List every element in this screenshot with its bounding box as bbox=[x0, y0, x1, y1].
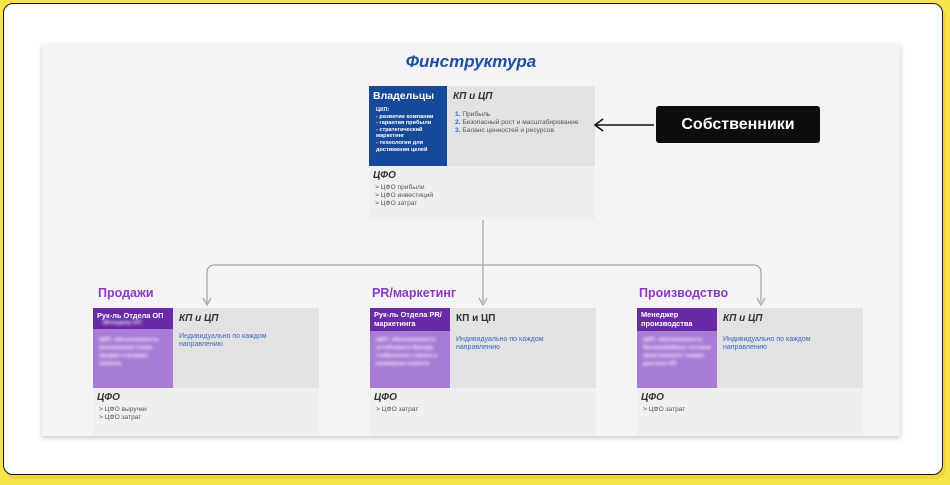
sales-cfo-list: > ЦФО выручки > ЦФО затрат bbox=[99, 406, 147, 422]
arrow-pr bbox=[478, 297, 488, 307]
owners-ckp-list: ЦКП: - развитие компании - гарантия приб… bbox=[376, 107, 446, 153]
owners-ckp-line: - стратегический bbox=[376, 126, 423, 133]
owners-ckp-line: достижения целей bbox=[376, 146, 428, 153]
owners-cfo-list: > ЦФО прибыли > ЦФО инвестиций > ЦФО зат… bbox=[375, 184, 433, 208]
owners-header-box: Владельцы ЦКП: - развитие компании - гар… bbox=[369, 86, 447, 166]
production-cfo-box: ЦФО > ЦФО затрат bbox=[637, 388, 863, 436]
sales-cfo-item: > ЦФО затрат bbox=[99, 414, 142, 421]
owners-cfo-box: ЦФО > ЦФО прибыли > ЦФО инвестиций > ЦФО… bbox=[369, 166, 595, 220]
pr-cfo-label: ЦФО bbox=[374, 392, 397, 403]
owners-cfo-item: > ЦФО прибыли bbox=[375, 184, 425, 191]
production-header-box: Менеджер производства ЦКП: обеспеченност… bbox=[637, 308, 717, 388]
sales-header-strip bbox=[93, 308, 173, 329]
owners-ckp-line: ЦКП: bbox=[376, 107, 390, 113]
owners-header-title: Владельцы bbox=[373, 90, 435, 102]
production-cfo-item: > ЦФО затрат bbox=[643, 406, 686, 413]
owners-ckp-line: - развитие компании bbox=[376, 113, 434, 120]
sales-kp-box: КП и ЦП Индивидуально по каждом направле… bbox=[173, 308, 319, 388]
owners-ckp-line: - технологии для bbox=[376, 139, 423, 146]
owners-kp-item: 2. Безопасный рост и масштабирование bbox=[455, 119, 579, 126]
owners-kp-item: 3. Баланс ценностей и ресурсов bbox=[455, 127, 554, 134]
pr-header-title: Рук-ль Отдела PR/ маркетинга bbox=[374, 310, 442, 328]
owners-ckp-line: - гарантия прибыли bbox=[376, 120, 432, 127]
production-cfo-label: ЦФО bbox=[641, 392, 664, 403]
connector-lines bbox=[202, 220, 766, 307]
sales-header-sub: Менеджер ОП bbox=[103, 320, 142, 326]
sales-cfo-label: ЦФО bbox=[97, 392, 120, 403]
slide-title: Финструктура bbox=[405, 52, 537, 71]
pr-kp-text: Индивидуально по каждом направлению bbox=[456, 336, 544, 351]
owners-cfo-label: ЦФО bbox=[373, 170, 396, 181]
production-ckp-text: ЦКП: обеспеченность бесперебойных потоко… bbox=[643, 337, 711, 367]
owners-kp-label: КП и ЦП bbox=[453, 91, 493, 102]
production-kp-text: Индивидуально по каждом направлению bbox=[723, 336, 811, 351]
pr-header-box: Рук-ль Отдела PR/ маркетинга ЦКП: обеспе… bbox=[370, 308, 450, 388]
sales-header-box: Рук-ль Отдела ОП Менеджер ОП ЦКП: обеспе… bbox=[93, 308, 173, 388]
owners-cfo-item: > ЦФО инвестиций bbox=[375, 192, 434, 199]
owners-cfo-item: > ЦФО затрат bbox=[375, 200, 418, 207]
slide: Финструктура Владельцы ЦКП: - развитие к… bbox=[42, 44, 900, 436]
callout-owners-label: Собственники bbox=[656, 106, 820, 143]
pr-header-strip bbox=[370, 308, 450, 331]
pr-cfo-list: > ЦФО затрат bbox=[376, 406, 418, 414]
dept-title-pr: PR/маркетинг bbox=[372, 286, 457, 300]
production-kp-label: КП и ЦП bbox=[723, 313, 763, 324]
production-header-title: Менеджер производства bbox=[641, 310, 693, 328]
pr-ckp-text: ЦКП: обеспеченность устойчивого бренда, … bbox=[376, 337, 438, 367]
owners-kp-item: 1. Прибыль bbox=[455, 111, 491, 118]
sales-ckp-text: ЦКП: обеспеченность выполнения плана про… bbox=[99, 337, 160, 367]
arrow-production bbox=[756, 297, 766, 307]
dept-title-sales: Продажи bbox=[98, 286, 154, 300]
pr-cfo-item: > ЦФО затрат bbox=[376, 406, 419, 413]
owners-ckp-line: маркетинг bbox=[376, 133, 405, 140]
pr-kp-label: КП и ЦП bbox=[456, 313, 496, 324]
sales-cfo-item: > ЦФО выручки bbox=[99, 406, 147, 413]
owners-kp-box: КП и ЦП 1. Прибыль 2. Безопасный рост и … bbox=[447, 86, 595, 166]
production-cfo-list: > ЦФО затрат bbox=[643, 406, 685, 414]
sales-cfo-box: ЦФО > ЦФО выручки > ЦФО затрат bbox=[93, 388, 319, 436]
branch-line bbox=[206, 264, 762, 304]
dept-title-production: Производство bbox=[639, 286, 729, 300]
arrow-sales bbox=[202, 297, 212, 307]
sales-kp-text: Индивидуально по каждом направлению bbox=[179, 333, 267, 348]
production-header-strip bbox=[637, 308, 717, 331]
owners-kp-list: 1. Прибыль 2. Безопасный рост и масштаби… bbox=[455, 111, 593, 135]
pr-kp-box: КП и ЦП Индивидуально по каждом направле… bbox=[450, 308, 596, 388]
sales-kp-label: КП и ЦП bbox=[179, 313, 219, 324]
pr-cfo-box: ЦФО > ЦФО затрат bbox=[370, 388, 596, 436]
sales-header-title: Рук-ль Отдела ОП bbox=[97, 311, 164, 320]
production-kp-box: КП и ЦП Индивидуально по каждом направле… bbox=[717, 308, 863, 388]
